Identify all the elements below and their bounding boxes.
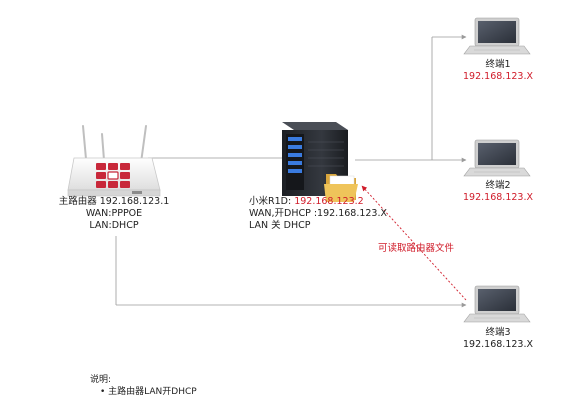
- laptop3-name: 终端3: [485, 327, 511, 338]
- laptop-icon-1: [463, 17, 531, 55]
- server-title-line: 小米R1D: 192.168.123.2: [249, 196, 387, 208]
- router-icon: [67, 125, 161, 197]
- connections: [115, 34, 467, 308]
- server-lan: LAN 关 DHCP: [249, 220, 311, 231]
- laptop1-ip: 192.168.123.X: [463, 71, 533, 82]
- laptop1-name: 终端1: [485, 59, 511, 70]
- router-wan: WAN:PPPOE: [85, 208, 143, 219]
- laptop-icon-3: [463, 285, 531, 323]
- router-logo: [96, 163, 130, 188]
- laptop2-ip: 192.168.123.X: [463, 192, 533, 203]
- laptop-icon-2: [463, 139, 531, 177]
- laptop3-ip: 192.168.123.X: [463, 339, 533, 350]
- server-wan: WAN,开DHCP :192.168.123.X: [249, 208, 388, 219]
- laptop3-label: 终端3 192.168.123.X: [448, 327, 548, 351]
- notes-title: 说明:: [90, 375, 112, 385]
- server-name: 小米R1D:: [249, 196, 295, 207]
- read-file-annotation: 可读取路由器文件: [378, 243, 455, 254]
- laptop2-label: 终端2 192.168.123.X: [448, 180, 548, 204]
- laptop1-label: 终端1 192.168.123.X: [448, 59, 548, 83]
- notes: 说明: • 主路由器LAN开DHCP: [90, 374, 197, 398]
- router-label: 主路由器 192.168.123.1 WAN:PPPOE LAN:DHCP: [38, 196, 190, 232]
- laptop2-name: 终端2: [485, 180, 511, 191]
- server-ip: 192.168.123.2: [294, 196, 364, 207]
- read-file-arrow: [361, 185, 467, 301]
- folder-icon: [324, 174, 358, 202]
- notes-bullet: • 主路由器LAN开DHCP: [100, 387, 197, 397]
- router-title: 主路由器 192.168.123.1: [58, 196, 170, 207]
- server-label: 小米R1D: 192.168.123.2 WAN,开DHCP :192.168.…: [249, 196, 387, 232]
- router-lan: LAN:DHCP: [89, 220, 139, 231]
